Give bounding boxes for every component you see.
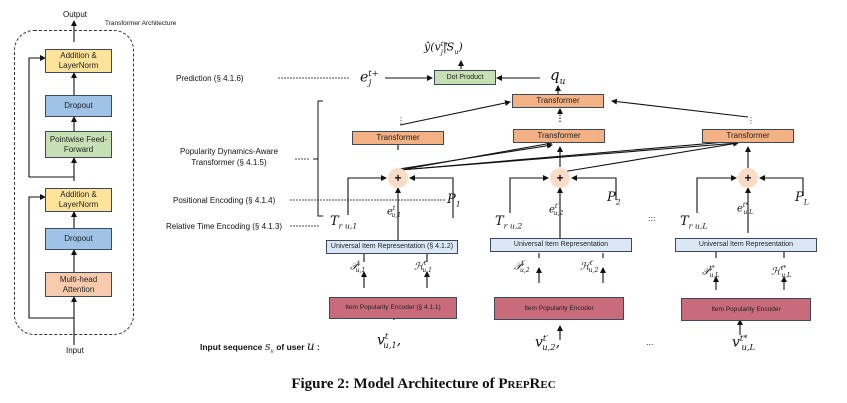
pdat-label: Popularity Dynamics-Aware Transformer (§… — [179, 147, 279, 167]
history-col1: ℋtu,1 — [414, 260, 432, 275]
addnorm-block-bottom: Addition & LayerNorm — [45, 188, 112, 212]
history-col2: ℋt′u,2 — [580, 260, 599, 275]
dropout-block-top: Dropout — [45, 95, 112, 117]
plus-node-col2: + — [550, 168, 570, 188]
top-transformer-box: Transformer — [512, 94, 604, 108]
residual-1 — [28, 194, 74, 319]
positional-encoding-label: Positional Encoding (§ 4.1.4) — [173, 196, 276, 205]
ellipsis-mid-2: ... — [646, 337, 654, 347]
transformer-col1: Transformer — [352, 131, 444, 145]
plus-node-col1: + — [388, 168, 408, 188]
vdots-col1: ⋮ — [397, 116, 405, 125]
time-encoding-col3: Tr u,L — [680, 214, 708, 231]
transformer-col2: Transformer — [513, 129, 605, 143]
multihead-attention-block: Multi-head Attention — [45, 272, 112, 297]
addnorm-top-label: Addition & LayerNorm — [58, 51, 99, 70]
uir-box-col1: Universal Item Representation (§ 4.1.2) — [326, 240, 458, 254]
positional-col1: P1 — [447, 192, 461, 209]
embedding-col1: etu,1 — [387, 205, 401, 220]
vdots-col3: ⋮ — [747, 116, 755, 125]
dropout-top-label: Dropout — [64, 101, 93, 110]
uir-box-col2: Universal Item Representation — [490, 238, 632, 252]
multihead-attention-label: Multi-head Attention — [59, 274, 98, 294]
addnorm-bottom-label: Addition & LayerNorm — [58, 190, 99, 209]
output-label: Output — [63, 10, 88, 19]
popularity-encoder-col3: Item Popularity Encoder — [681, 298, 811, 321]
time-encoding-col1: Tr u,1 — [330, 214, 358, 231]
ellipsis-mid-1: ... — [648, 213, 656, 223]
popularity-col2: 𝒫t′u,2 — [514, 260, 530, 275]
popularity-col1: 𝒫tu,1 — [350, 260, 366, 275]
transformer-col3: Transformer — [702, 129, 794, 143]
uir-box-col3: Universal Item Representation — [675, 238, 817, 252]
transformer-architecture-title: Transformer Architecture — [105, 20, 177, 27]
user-representation-math: qu — [550, 66, 566, 87]
positional-col2: P2 — [607, 190, 621, 207]
embedding-col2: et′u,2 — [549, 203, 564, 218]
time-encoding-col2: Tr u,2 — [495, 214, 523, 231]
positional-col3: PL — [795, 190, 809, 207]
prediction-output-math: ŷ(vt+j|Su) — [424, 40, 463, 56]
input-sequence-label: Input sequence Su of user u : — [200, 339, 320, 355]
item-embedding-math: et+j — [360, 68, 379, 88]
popularity-encoder-col2: Item Popularity Encoder — [494, 297, 624, 320]
history-col3: ℋt*u,L — [771, 265, 792, 280]
relative-time-encoding-label: Relative Time Encoding (§ 4.1.3) — [166, 222, 283, 231]
dropout-block-bottom: Dropout — [45, 228, 112, 250]
ellipsis-mid-3: ... — [648, 210, 656, 220]
model-name: PrepRec — [498, 376, 556, 392]
input-item-col2: vt′u,2, — [535, 333, 561, 353]
residual-2 — [28, 55, 74, 178]
feed-forward-block: Pointwise Feed-Forward — [45, 131, 112, 158]
dot-product-box: Dot Product — [434, 70, 496, 85]
dropout-bottom-label: Dropout — [64, 234, 93, 243]
addnorm-block-top: Addition & LayerNorm — [45, 49, 112, 73]
transformer-architecture-frame — [14, 30, 134, 335]
prediction-label: Prediction (§ 4.1.6) — [176, 74, 244, 83]
figure-caption: Figure 2: Model Architecture of PrepRec — [291, 376, 556, 392]
input-label: Input — [66, 346, 84, 355]
input-item-col3: vt*u,L — [732, 333, 756, 353]
embedding-col3: et*u,L — [737, 202, 754, 217]
popularity-encoder-col1: Item Popularity Encoder (§ 4.1.1) — [329, 297, 457, 319]
input-item-col1: vtu,1, — [377, 331, 402, 351]
popularity-col3: 𝒫t*u,L — [702, 265, 720, 280]
feed-forward-label: Pointwise Feed-Forward — [49, 134, 108, 154]
plus-node-col3: + — [738, 168, 758, 188]
